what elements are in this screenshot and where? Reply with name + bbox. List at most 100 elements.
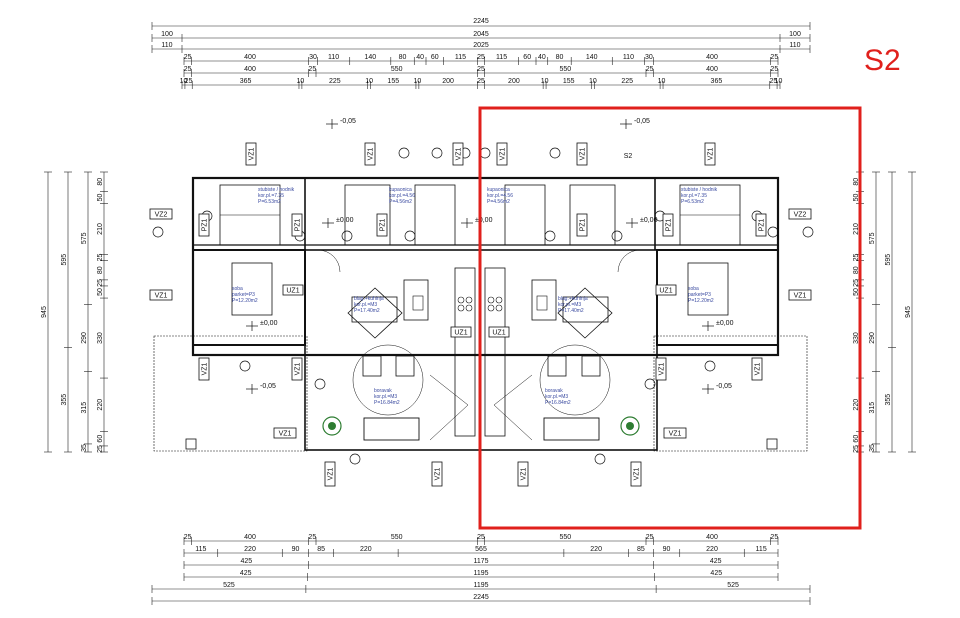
right-dim-inner-value: 35 <box>869 444 876 452</box>
top-dim-6-value: 25 <box>185 78 193 85</box>
tag-vz1-box <box>364 142 376 166</box>
room-left-stair: P=6.53m2 <box>258 199 281 205</box>
tag-vz1-box <box>273 427 297 439</box>
tag-vz1: VZ1 <box>708 147 715 160</box>
room-left-stair: stubiste / hodnik <box>258 187 295 193</box>
s2-highlight-label: S2 <box>864 44 901 77</box>
tag-vz2: VZ2 <box>155 212 168 219</box>
bottom-dim-4-value: 425 <box>710 570 722 577</box>
level-value: ±0,00 <box>640 217 658 224</box>
top-dim-3-value: 2025 <box>473 42 489 49</box>
top-dim-4-value: 400 <box>706 54 718 61</box>
left-dim-detail-value: 80 <box>97 178 104 186</box>
bottom-dim-2-value: 90 <box>292 546 300 553</box>
right-dim-detail-value: 210 <box>853 223 860 235</box>
tag-uz1-box <box>655 284 677 296</box>
marker-circle <box>549 147 561 159</box>
top-dim-5-value: 25 <box>770 66 778 73</box>
top-dim-4-value: 60 <box>431 54 439 61</box>
top-dim-5-value: 400 <box>706 66 718 73</box>
room-right-bed: parket=P3 <box>688 292 711 298</box>
tag-vz1-box <box>704 142 716 166</box>
bottom-dim-1-value: 25 <box>184 534 192 541</box>
bottom-total-value: 2245 <box>473 594 489 601</box>
tag-vz2-box <box>788 208 812 220</box>
top-dim-3-value: 110 <box>161 42 172 49</box>
top-dim-6-value: 10 <box>297 78 305 85</box>
right-dim-detail-value: 60 <box>853 435 860 443</box>
left-dim-detail-value: 50 <box>97 193 104 201</box>
tag-vz1: VZ1 <box>249 147 256 160</box>
top-dim-5-value: 550 <box>559 66 571 73</box>
top-dim-5-value: 25 <box>646 66 654 73</box>
room-right-bath: kupaonica <box>487 187 510 193</box>
tag-vz1: VZ1 <box>456 147 463 160</box>
tag-pz1-box <box>291 213 303 237</box>
tag-vz1: VZ1 <box>500 147 507 160</box>
right-dim-inner-value: 290 <box>869 332 876 344</box>
room-right-stair: P=6.53m2 <box>681 199 704 205</box>
bottom-dim-5-value: 1195 <box>473 582 488 589</box>
top-dim-5-value: 550 <box>391 66 403 73</box>
tag-vz1: VZ1 <box>580 147 587 160</box>
marker-circle <box>644 378 656 390</box>
left-dim-detail-value: 25 <box>97 253 104 261</box>
right-dim-inner-value: 575 <box>869 232 876 244</box>
top-dim-6-value: 10 <box>365 78 373 85</box>
marker-circle <box>611 230 623 242</box>
tag-s2: S2 <box>624 153 633 160</box>
s2-highlight-frame <box>478 106 862 530</box>
bottom-dim-2-value: 85 <box>637 546 645 553</box>
room-left-bath: P=4.56m2 <box>389 199 412 205</box>
left-dim-inner-value: 575 <box>81 232 88 244</box>
left-dim-detail-value: 80 <box>97 266 104 274</box>
room-right-kitchen: kor.pl.=M3 <box>558 302 581 308</box>
bottom-dim-2-value: 565 <box>475 546 487 553</box>
top-dim-4-value: 140 <box>364 54 376 61</box>
tag-vz1: VZ1 <box>794 293 807 300</box>
bottom-dim-4-value: 1195 <box>473 570 488 577</box>
left-dim-detail-value: 25 <box>97 279 104 287</box>
tag-vz1-box <box>751 357 763 381</box>
level-value: ±0,00 <box>336 217 354 224</box>
top-dim-4-value: 60 <box>523 54 531 61</box>
tag-vz1-box <box>149 289 173 301</box>
level-value: ±0,00 <box>260 320 278 327</box>
bottom-dim-1-value: 400 <box>244 534 256 541</box>
bottom-dim-2-value: 220 <box>244 546 256 553</box>
bottom-dim-1-value: 550 <box>559 534 571 541</box>
top-dim-6-value: 225 <box>621 78 633 85</box>
tag-pz1-box <box>755 213 767 237</box>
top-dim-4-value: 115 <box>455 54 466 61</box>
marker-circle <box>431 147 443 159</box>
bottom-dim-1-value: 25 <box>770 534 778 541</box>
level-value: -0,05 <box>634 118 650 125</box>
tag-uz1-box <box>450 326 472 338</box>
bottom-dim-2-value: 115 <box>756 546 767 553</box>
right-dim-detail-value: 25 <box>853 445 860 453</box>
left-dim-detail-value: 50 <box>97 288 104 296</box>
room-right-bed: P=12.20m2 <box>688 298 714 304</box>
marker-circle <box>349 453 361 465</box>
right-dim-detail-value: 220 <box>853 399 860 411</box>
right-dim-inner-value: 315 <box>869 402 876 414</box>
top-dim-4-value: 140 <box>586 54 598 61</box>
right-dim-detail-value: 25 <box>853 253 860 261</box>
tag-uz1: UZ1 <box>492 330 505 337</box>
top-dim-5-value: 25 <box>308 66 316 73</box>
tag-pz1-box <box>198 213 210 237</box>
tag-pz1-box <box>576 213 588 237</box>
bottom-dim-3-value: 425 <box>710 558 722 565</box>
plan-markers <box>152 147 814 465</box>
tag-vz1-box <box>245 142 257 166</box>
top-dim-5-value: 25 <box>477 66 485 73</box>
top-dim-6-value: 10 <box>414 78 422 85</box>
tag-vz1: VZ1 <box>521 467 528 480</box>
top-dim-4-value: 110 <box>623 54 634 61</box>
level-value: -0,05 <box>260 383 276 390</box>
bottom-dim-5-value: 525 <box>223 582 235 589</box>
tag-vz1-box <box>452 142 464 166</box>
